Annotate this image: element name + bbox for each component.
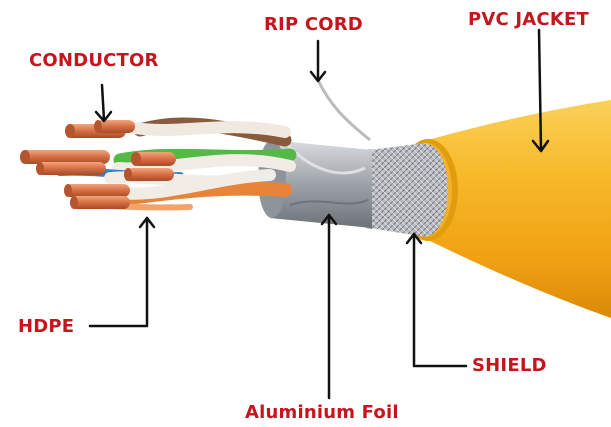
aluminium-foil-label: Aluminium Foil: [245, 402, 399, 423]
pvc-jacket-label: PVC JACKET: [468, 9, 589, 30]
down-arrow-icon: [94, 83, 113, 123]
up-arrow-icon: [88, 216, 156, 328]
conductor-tip: [131, 152, 176, 166]
conductor-tip: [36, 162, 106, 175]
down-arrow-icon: [309, 39, 327, 83]
conductor-tip: [20, 150, 110, 164]
conductor-tip: [70, 196, 130, 209]
hdpe-label: HDPE: [18, 316, 75, 337]
conductor-tip: [94, 120, 135, 133]
up-arrow-icon: [405, 232, 468, 368]
conductor-tip: [124, 168, 174, 181]
leader-lines: [88, 28, 550, 400]
rip-cord-label: RIP CORD: [264, 14, 363, 35]
up-arrow-icon: [320, 213, 338, 400]
shield-label: SHIELD: [472, 355, 547, 376]
conductor-tip: [64, 184, 130, 197]
copper-conductors: [20, 120, 176, 209]
rip-cord: [316, 79, 371, 142]
conductor-label: CONDUCTOR: [29, 50, 159, 71]
down-arrow-icon: [531, 28, 550, 153]
